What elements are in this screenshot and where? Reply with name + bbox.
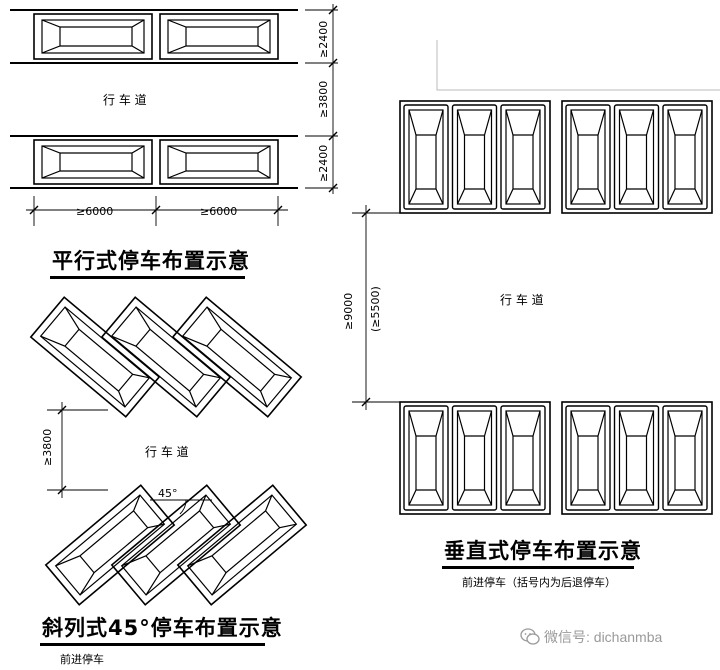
perpendicular-stall [500, 405, 546, 511]
perpendicular-stall [500, 104, 546, 210]
diagonal-stall [110, 484, 242, 606]
dim-diagonal-road: ≥3800 [41, 428, 54, 466]
perpendicular-stall [403, 405, 449, 511]
dim-perpendicular-road: ≥9000 [342, 292, 355, 330]
perpendicular-stalls [403, 104, 708, 511]
perpendicular-stall [403, 104, 449, 210]
dim-road-width: ≥3800 [317, 80, 330, 118]
dim-top-row-width: ≥2400 [317, 20, 330, 58]
wechat-icon [520, 628, 540, 646]
diagonal-stall [176, 484, 308, 606]
diagonal-stall [171, 296, 303, 418]
perpendicular-stall [451, 405, 498, 511]
stall-block [399, 100, 551, 214]
diagonal-road-label: 行 车 道 [145, 445, 189, 459]
parallel-stall [159, 139, 279, 185]
parallel-stall [33, 13, 153, 60]
dim-bottom-row-width: ≥2400 [317, 144, 330, 182]
watermark-text: 微信号: dichanmba [544, 629, 663, 645]
dim-stall-length-left: ≥6000 [76, 205, 114, 218]
perpendicular-stall [451, 104, 498, 210]
stall-block [399, 401, 551, 515]
diagonal-road-dimension [47, 402, 108, 498]
diagonal-layout [29, 296, 308, 606]
parallel-title-underline [50, 276, 245, 279]
perpendicular-stall [662, 104, 708, 210]
diagonal-title: 斜列式45°停车布置示意 [42, 616, 283, 640]
parallel-stall [159, 13, 279, 60]
perpendicular-title-underline [442, 566, 634, 569]
perpendicular-stall [613, 104, 660, 210]
wechat-icon-shape [520, 628, 540, 645]
stall-block [561, 401, 713, 515]
perpendicular-note: 前进停车（括号内为后退停车） [462, 576, 616, 589]
perpendicular-layout [352, 40, 720, 515]
parallel-road-label: 行 车 道 [103, 93, 147, 107]
angle-marker [150, 499, 212, 515]
perpendicular-stall [662, 405, 708, 511]
parallel-layout [10, 4, 338, 226]
perpendicular-road-label: 行 车 道 [500, 293, 544, 307]
parallel-vertical-dimension [305, 4, 338, 194]
parallel-stall [33, 139, 153, 185]
diagonal-angle-label: 45° [158, 487, 178, 500]
dim-stall-length-right: ≥6000 [200, 205, 238, 218]
diagonal-title-underline [40, 643, 265, 646]
diagonal-stall [29, 296, 161, 418]
diagonal-note: 前进停车 [60, 653, 104, 666]
perpendicular-stall [565, 405, 611, 511]
dim-perpendicular-road-alt: (≥5500) [369, 286, 382, 332]
perpendicular-stall [613, 405, 660, 511]
stall-block [561, 100, 713, 214]
diagonal-stall [44, 484, 176, 606]
perpendicular-title: 垂直式停车布置示意 [444, 539, 642, 563]
parallel-horizontal-dimension [26, 196, 288, 226]
perpendicular-road-dimension [352, 205, 400, 410]
perpendicular-stall [565, 104, 611, 210]
frame-line [436, 40, 720, 91]
parallel-title: 平行式停车布置示意 [52, 249, 250, 273]
